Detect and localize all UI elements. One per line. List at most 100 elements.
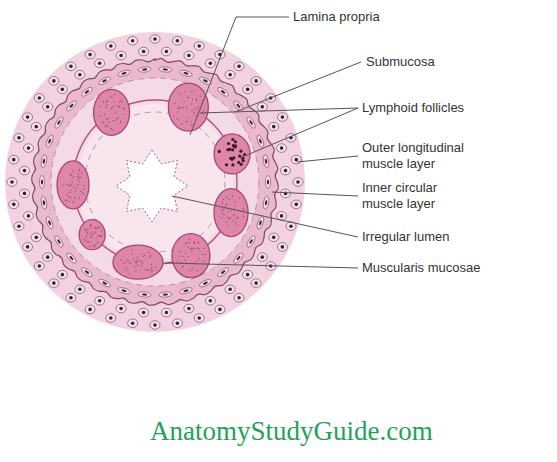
circular-muscle-cell (80, 266, 94, 278)
cell-nucleus (84, 89, 89, 94)
cell-nucleus (209, 61, 213, 65)
follicle-cell (123, 109, 124, 110)
follicle-cell (186, 243, 187, 244)
muscle-cell (269, 122, 279, 131)
follicle-cell (149, 256, 150, 257)
cell-body (262, 196, 270, 210)
lymphoid-follicle (79, 220, 105, 250)
follicle-cell (89, 246, 90, 247)
part-label: Lamina propria (293, 9, 380, 25)
follicle-cell (136, 261, 137, 262)
follicle-cell (70, 175, 71, 176)
cell-body (95, 59, 105, 68)
muscle-cell (234, 62, 244, 71)
follicle-body (168, 83, 208, 131)
follicle-cell (103, 102, 104, 103)
cell-nucleus (209, 299, 213, 303)
follicle-cell (99, 236, 100, 237)
follicle-cell (177, 261, 178, 262)
follicle-cell (197, 247, 198, 248)
cell-nucleus (119, 307, 123, 311)
leader-line (166, 263, 358, 268)
follicle-cell (189, 242, 190, 243)
cell-body (75, 70, 85, 79)
cell-nucleus (48, 220, 52, 226)
muscle-cell (277, 144, 287, 153)
cell-nucleus (78, 288, 82, 292)
cell-nucleus (12, 203, 16, 207)
cell-nucleus (119, 54, 123, 58)
follicle-cell (229, 199, 230, 200)
follicle-cell (239, 150, 242, 153)
follicle-cell (114, 94, 115, 95)
follicle-cell (185, 90, 186, 91)
follicle-cell (89, 228, 90, 229)
cell-body (80, 86, 94, 98)
follicle-cell (192, 99, 193, 100)
cell-nucleus (197, 44, 201, 48)
cell-nucleus (102, 79, 108, 83)
cell-body (245, 235, 256, 249)
follicle-cell (83, 189, 84, 190)
muscle-cell (205, 59, 215, 68)
cell-nucleus (272, 236, 276, 240)
cell-body (9, 200, 19, 209)
cell-nucleus (98, 299, 102, 303)
muscle-cell (293, 178, 303, 187)
cell-nucleus (41, 179, 43, 184)
follicle-cell (80, 191, 81, 192)
muscle-cell (19, 189, 29, 198)
follicle-cell (116, 118, 117, 119)
follicle-cell (226, 148, 229, 151)
follicle-cell (125, 270, 126, 271)
cell-body (19, 189, 29, 198)
cell-body (184, 304, 194, 313)
follicle-cell (200, 96, 201, 97)
cell-body (216, 266, 230, 278)
lymphoid-follicle (172, 234, 210, 278)
cell-nucleus (42, 158, 45, 164)
muscle-cell (23, 212, 33, 221)
follicle-cell (226, 203, 227, 204)
follicle-cell (177, 112, 178, 113)
follicle-cell (223, 209, 224, 210)
cell-body (57, 270, 67, 279)
leader-line (190, 17, 289, 135)
circular-muscle-cell (117, 286, 131, 295)
cell-nucleus (52, 281, 56, 285)
cell-body (45, 134, 55, 148)
follicle-cell (237, 225, 238, 226)
muscle-cell (57, 270, 67, 279)
cell-body (117, 286, 131, 295)
cell-body (194, 314, 204, 323)
cell-body (159, 66, 172, 72)
follicle-cell (73, 186, 74, 187)
follicle-cell (84, 240, 85, 241)
cell-nucleus (46, 105, 50, 109)
follicle-cell (180, 262, 181, 263)
circular-muscle-cell (159, 291, 172, 297)
cell-body (159, 291, 172, 297)
cell-nucleus (261, 105, 265, 109)
cell-nucleus (187, 54, 191, 58)
follicle-cell (111, 128, 112, 129)
cell-body (257, 103, 267, 112)
follicle-cell (204, 248, 205, 249)
cell-nucleus (46, 255, 50, 259)
cell-nucleus (48, 138, 52, 144)
muscle-cell (291, 155, 301, 164)
follicle-cell (96, 228, 97, 229)
muscle-cell (19, 166, 29, 175)
follicle-cell (113, 101, 114, 102)
cell-nucleus (236, 255, 241, 260)
follicle-cell (243, 210, 244, 211)
cell-body (256, 134, 266, 148)
cell-body (85, 305, 95, 314)
follicle-cell (177, 118, 178, 119)
cell-body (66, 62, 76, 71)
lymphoid-follicle (168, 83, 208, 131)
cell-nucleus (142, 68, 147, 71)
follicle-cell (187, 97, 188, 98)
circular-muscle-cell (138, 66, 151, 72)
cell-nucleus (280, 214, 284, 218)
